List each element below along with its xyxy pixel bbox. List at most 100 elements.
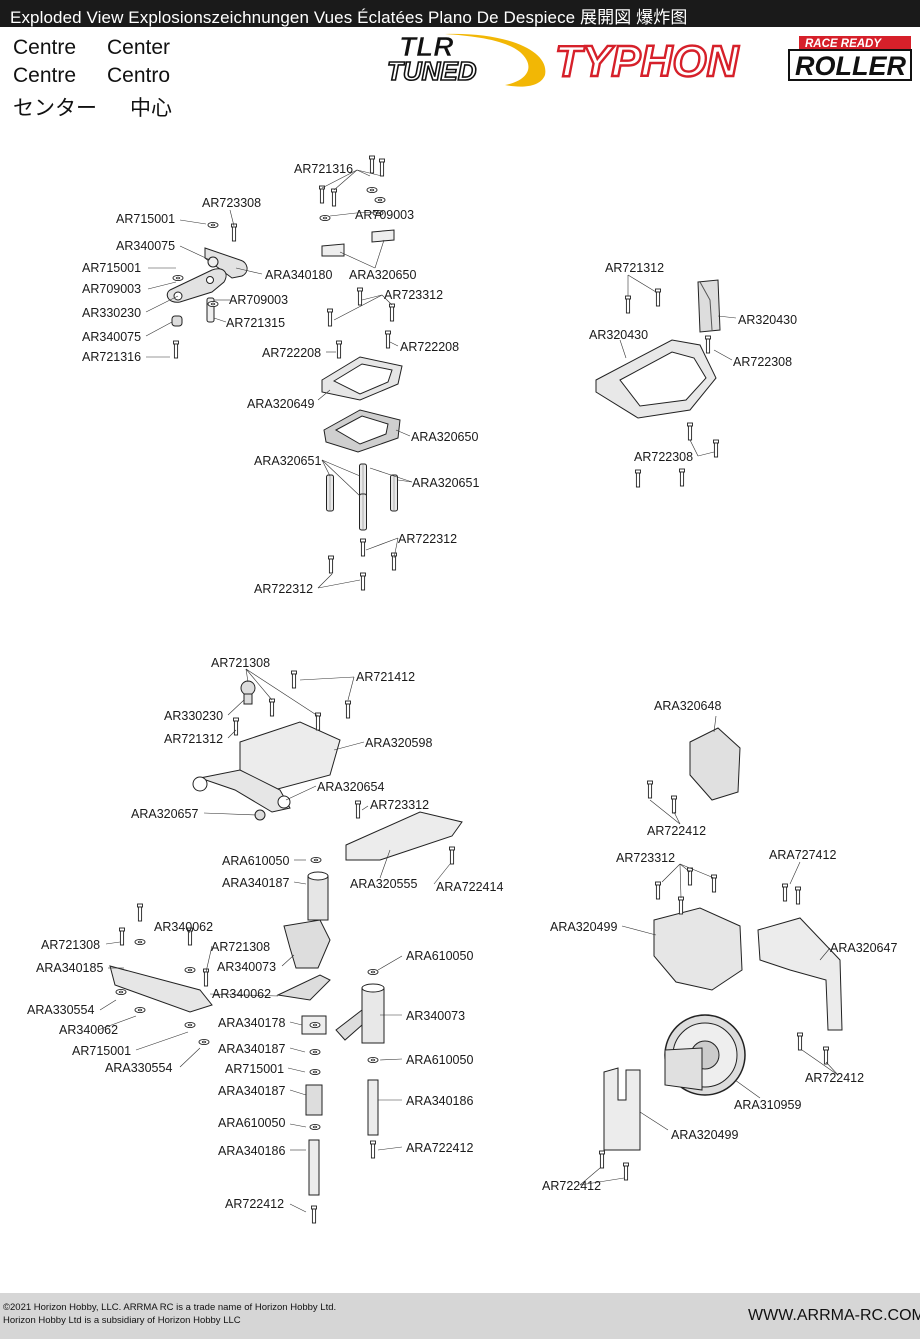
part-number-label: ARA320647 (830, 941, 897, 955)
part-number-label: ARA340187 (218, 1042, 285, 1056)
part-number-label: AR721308 (211, 656, 270, 670)
part-number-label: ARA340180 (265, 268, 332, 282)
part-number-label: ARA320650 (411, 430, 478, 444)
leader-lines (97, 169, 839, 1213)
part-number-label: ARA610050 (222, 854, 289, 868)
part-number-label: AR722412 (225, 1197, 284, 1211)
steering-assembly (109, 680, 463, 1196)
website-url: WWW.ARRMA-RC.COM (748, 1307, 920, 1324)
part-number-label: AR709003 (355, 208, 414, 222)
section-name-es: Centro (107, 64, 171, 87)
part-number-label: ARA320648 (654, 699, 721, 713)
rear-upper-plate-assembly (595, 279, 721, 419)
part-number-label: AR340062 (59, 1023, 118, 1037)
part-number-label: ARA320651 (254, 454, 321, 468)
header-bar: Exploded View Explosionszeichnungen Vues… (0, 0, 920, 27)
part-number-label: AR722208 (262, 346, 321, 360)
part-number-label: AR723312 (370, 798, 429, 812)
part-number-label: AR722312 (398, 532, 457, 546)
section-name-zh: 中心 (130, 97, 172, 120)
part-number-label: AR320430 (738, 313, 797, 327)
part-number-label: AR722412 (647, 824, 706, 838)
section-name-ja: センター (13, 97, 97, 120)
exploded-view-diagram: AR721316AR723308AR715001AR709003AR340075… (27, 155, 897, 1224)
part-number-label: AR722308 (733, 355, 792, 369)
part-number-label: AR722312 (254, 582, 313, 596)
part-number-label: AR721316 (82, 350, 141, 364)
race-ready-badge: RACE READY ROLLER (788, 36, 912, 81)
part-number-label: ARA610050 (406, 949, 473, 963)
footer: ©2021 Horizon Hobby, LLC. ARRMA RC is a … (0, 1293, 920, 1339)
part-number-label: ARA320499 (550, 920, 617, 934)
part-number-label: AR340062 (154, 920, 213, 934)
part-number-label: AR721316 (294, 162, 353, 176)
part-number-label: ARA320650 (349, 268, 416, 282)
part-number-label: AR709003 (229, 293, 288, 307)
typhon-text: TYPHON (555, 37, 740, 86)
part-number-label: ARA320657 (131, 807, 198, 821)
part-number-label: ARA330554 (27, 1003, 94, 1017)
part-number-label: AR723312 (616, 851, 675, 865)
section-name-fr: Centre (13, 64, 77, 87)
part-number-label: ARA722412 (406, 1141, 473, 1155)
logo-graphic: TLR TUNED TYPHON RACE READY ROLLER (386, 31, 912, 87)
part-number-label: ARA722414 (436, 880, 503, 894)
part-number-label: ARA330554 (105, 1061, 172, 1075)
part-number-label: ARA340187 (222, 876, 289, 890)
part-number-label: AR721312 (605, 261, 664, 275)
part-number-label: AR340073 (217, 960, 276, 974)
part-number-label: AR722412 (805, 1071, 864, 1085)
part-number-label: AR330230 (164, 709, 223, 723)
part-number-label: AR340075 (82, 330, 141, 344)
section-name-en-us: Center (107, 36, 171, 59)
part-number-label: AR715001 (116, 212, 175, 226)
part-number-label: AR715001 (82, 261, 141, 275)
part-number-label: ARA320649 (247, 397, 314, 411)
page-title: Exploded View Explosionszeichnungen Vues… (10, 8, 688, 27)
tuned-text: TUNED (387, 56, 477, 86)
brand-logos: TLR TUNED TYPHON RACE READY ROLLER (385, 30, 915, 90)
part-number-label: AR721312 (164, 732, 223, 746)
part-number-label: ARA340186 (218, 1144, 285, 1158)
section-name-en-gb: Centre (13, 36, 77, 59)
part-number-label: ARA340178 (218, 1016, 285, 1030)
part-number-label: AR723308 (202, 196, 261, 210)
part-number-label: ARA320598 (365, 736, 432, 750)
part-number-label: ARA610050 (218, 1116, 285, 1130)
part-number-label: AR722412 (542, 1179, 601, 1193)
part-number-label: ARA727412 (769, 848, 836, 862)
tlr-text: TLR (399, 31, 454, 62)
part-number-label: ARA320654 (317, 780, 384, 794)
part-number-label: AR340062 (212, 987, 271, 1001)
part-number-label: AR721315 (226, 316, 285, 330)
center-differential-assembly (603, 727, 843, 1151)
part-number-label: ARA310959 (734, 1098, 801, 1112)
copyright-line-2: Horizon Hobby Ltd is a subsidiary of Hor… (3, 1315, 241, 1326)
part-number-label: ARA340186 (406, 1094, 473, 1108)
race-ready-text: RACE READY (805, 38, 882, 50)
part-number-label: ARA610050 (406, 1053, 473, 1067)
part-number-label: AR715001 (225, 1062, 284, 1076)
part-number-label: ARA340187 (218, 1084, 285, 1098)
part-number-label: AR715001 (72, 1044, 131, 1058)
part-number-label: AR340073 (406, 1009, 465, 1023)
part-number-label: AR709003 (82, 282, 141, 296)
tlr-tuned-logo: TLR TUNED (386, 31, 546, 87)
copyright-line-1: ©2021 Horizon Hobby, LLC. ARRMA RC is a … (3, 1302, 337, 1313)
part-number-label: AR721308 (41, 938, 100, 952)
part-number-label: AR340075 (116, 239, 175, 253)
roller-text: ROLLER (795, 51, 906, 81)
part-number-label: ARA340185 (36, 961, 103, 975)
typhon-logo: TYPHON (554, 36, 741, 87)
part-number-label: AR320430 (589, 328, 648, 342)
part-number-label: ARA320651 (412, 476, 479, 490)
part-number-label: AR721412 (356, 670, 415, 684)
part-number-label: AR722208 (400, 340, 459, 354)
part-number-label: ARA320555 (350, 877, 417, 891)
part-number-label: AR723312 (384, 288, 443, 302)
part-number-label: AR722308 (634, 450, 693, 464)
upper-front-assembly (166, 229, 403, 453)
part-number-label: AR721308 (211, 940, 270, 954)
part-number-label: AR330230 (82, 306, 141, 320)
